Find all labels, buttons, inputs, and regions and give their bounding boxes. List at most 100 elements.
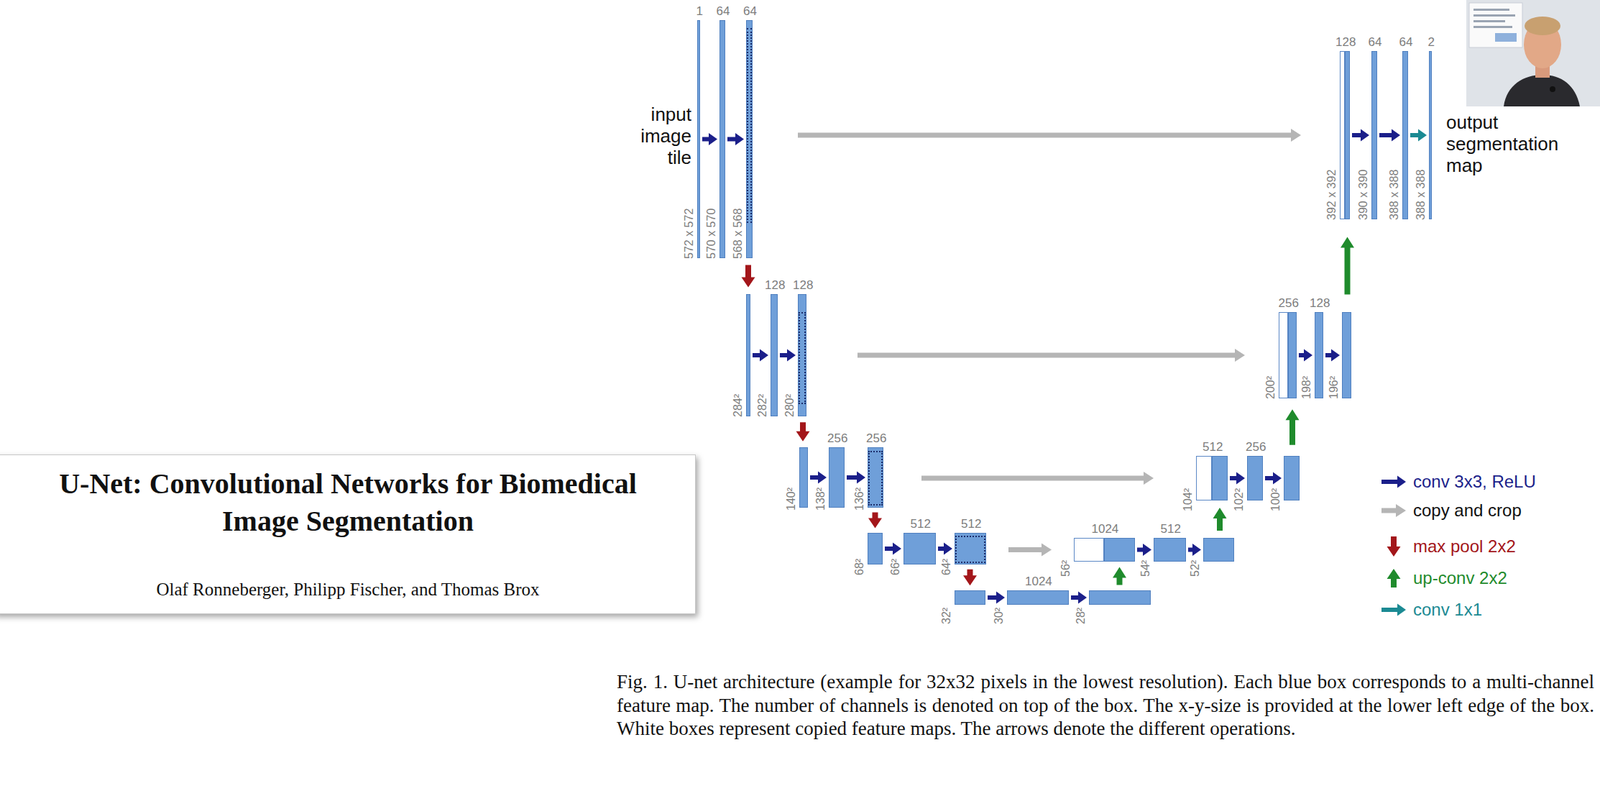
map-size-label: 56²: [1058, 559, 1073, 576]
feature-map-box: 256: [1288, 311, 1297, 399]
legend-conv-arrow: [1381, 475, 1406, 489]
legend-copy-arrow: [1381, 503, 1406, 517]
map-size-label: 102²: [1231, 488, 1246, 512]
conv-arrow: [1265, 472, 1282, 485]
feature-map-box: 64568 x 568: [746, 20, 753, 259]
channel-count: 512: [961, 516, 982, 532]
legend-text: up-conv 2x2: [1413, 567, 1508, 588]
arrow-body: [846, 471, 866, 484]
conv-arrow: [702, 132, 718, 146]
feature-map-box: 284²: [746, 293, 751, 417]
paper-authors: Olaf Ronneberger, Philipp Fischer, and T…: [29, 578, 667, 601]
feature-map-box: 128: [1344, 51, 1350, 220]
channel-count: 512: [1202, 439, 1223, 455]
channel-count: 256: [1278, 296, 1299, 311]
arrow-body: [1008, 543, 1052, 557]
channel-count: 256: [827, 431, 848, 446]
map-size-label: 284²: [730, 393, 745, 417]
copied-feature-map-box: 200²: [1278, 311, 1289, 399]
upconv-arrow: [1285, 408, 1300, 445]
legend-upconv-arrow: [1387, 568, 1401, 588]
feature-map-box: 32²: [954, 590, 986, 605]
feature-map-box: 51264²: [954, 532, 987, 565]
channel-count: 1024: [1091, 521, 1120, 537]
io-label: input image tile: [619, 103, 692, 169]
arrow-body: [1298, 349, 1313, 362]
feature-map-box: 28²: [1088, 590, 1151, 605]
upconv-arrow: [1213, 507, 1227, 531]
feature-map-box: 256102²: [1247, 455, 1263, 501]
conv-arrow: [987, 591, 1005, 604]
map-size-label: 388 x 388: [1413, 169, 1428, 220]
arrow-body: [963, 569, 977, 586]
arrow-body: [1137, 543, 1152, 556]
arrow-body: [727, 132, 744, 146]
channel-count: 64: [716, 4, 731, 19]
arrow-body: [1213, 507, 1227, 531]
map-size-label: 138²: [813, 487, 828, 511]
conv-arrow: [1298, 349, 1313, 362]
map-size-label: 392 x 392: [1324, 169, 1339, 220]
arrow-body: [752, 349, 769, 362]
feature-map-box: 64570 x 570: [719, 20, 726, 259]
copied-feature-map-box: 104²: [1196, 455, 1212, 501]
conv-arrow: [1070, 591, 1087, 604]
map-size-label: 280²: [782, 393, 797, 417]
map-size-label: 388 x 388: [1387, 169, 1401, 220]
arrow-body: [796, 421, 811, 442]
arrow-body: [1112, 567, 1127, 586]
map-size-label: 52²: [1188, 559, 1202, 576]
conv-arrow: [752, 349, 769, 362]
conv1x1-arrow: [1410, 129, 1427, 142]
channel-count: 128: [792, 278, 813, 293]
maxpool-arrow: [796, 421, 811, 442]
conv-arrow: [1379, 129, 1401, 142]
webcam-background: [1466, 0, 1600, 107]
map-size-label: 198²: [1299, 375, 1314, 399]
conv-arrow: [1229, 472, 1245, 485]
feature-map-box: 128282²: [770, 293, 778, 417]
arrow-body: [884, 542, 902, 555]
legend-conv1x1-arrow: [1381, 603, 1406, 616]
conv-arrow: [810, 471, 827, 484]
arrow-body: [702, 132, 718, 146]
legend-pool-arrow: [1387, 536, 1401, 557]
arrow-body: [1265, 472, 1282, 485]
map-size-label: 570 x 570: [704, 208, 719, 259]
feature-map-box: 128198²: [1314, 311, 1324, 399]
slide-thumbnail: [1469, 2, 1523, 48]
arrow-body: [987, 591, 1005, 604]
conv-arrow: [727, 132, 744, 146]
feature-map-box: 256138²: [828, 447, 845, 508]
feature-map-box: 51266²: [903, 532, 936, 565]
paper-title: U-Net: Convolutional Networks for Biomed…: [29, 465, 667, 540]
feature-map-box: 512: [1211, 455, 1228, 501]
arrow-body: [1188, 543, 1202, 556]
copied-feature-map-box: 56²: [1073, 537, 1105, 562]
arrow-body: [1229, 472, 1245, 485]
presenter-body: [1503, 74, 1580, 107]
conv-arrow: [1137, 543, 1152, 556]
feature-map-box: 1572 x 572: [697, 20, 701, 259]
arrow-body: [741, 265, 756, 288]
figure-caption: Fig. 1. U-net architecture (example for …: [616, 669, 1595, 741]
copy-crop-arrow: [857, 348, 1245, 362]
conv-arrow: [938, 542, 953, 555]
map-size-label: 100²: [1268, 488, 1283, 512]
maxpool-arrow: [963, 569, 977, 586]
arrow-body: [1352, 129, 1370, 142]
map-size-label: 66²: [888, 558, 903, 576]
feature-map-box: 100²: [1283, 455, 1300, 501]
channel-count: 64: [1368, 35, 1383, 50]
feature-map-box: 256136²: [867, 447, 884, 508]
channel-count: 128: [1309, 296, 1330, 311]
arrow-body: [1325, 349, 1340, 362]
arrow-body: [810, 471, 827, 484]
conv-arrow: [846, 471, 866, 484]
map-size-label: 568 x 568: [730, 208, 745, 259]
conv-arrow: [1352, 129, 1370, 142]
map-size-label: 200²: [1263, 375, 1278, 399]
slide-line: [1473, 20, 1506, 23]
map-size-label: 28²: [1073, 607, 1088, 624]
